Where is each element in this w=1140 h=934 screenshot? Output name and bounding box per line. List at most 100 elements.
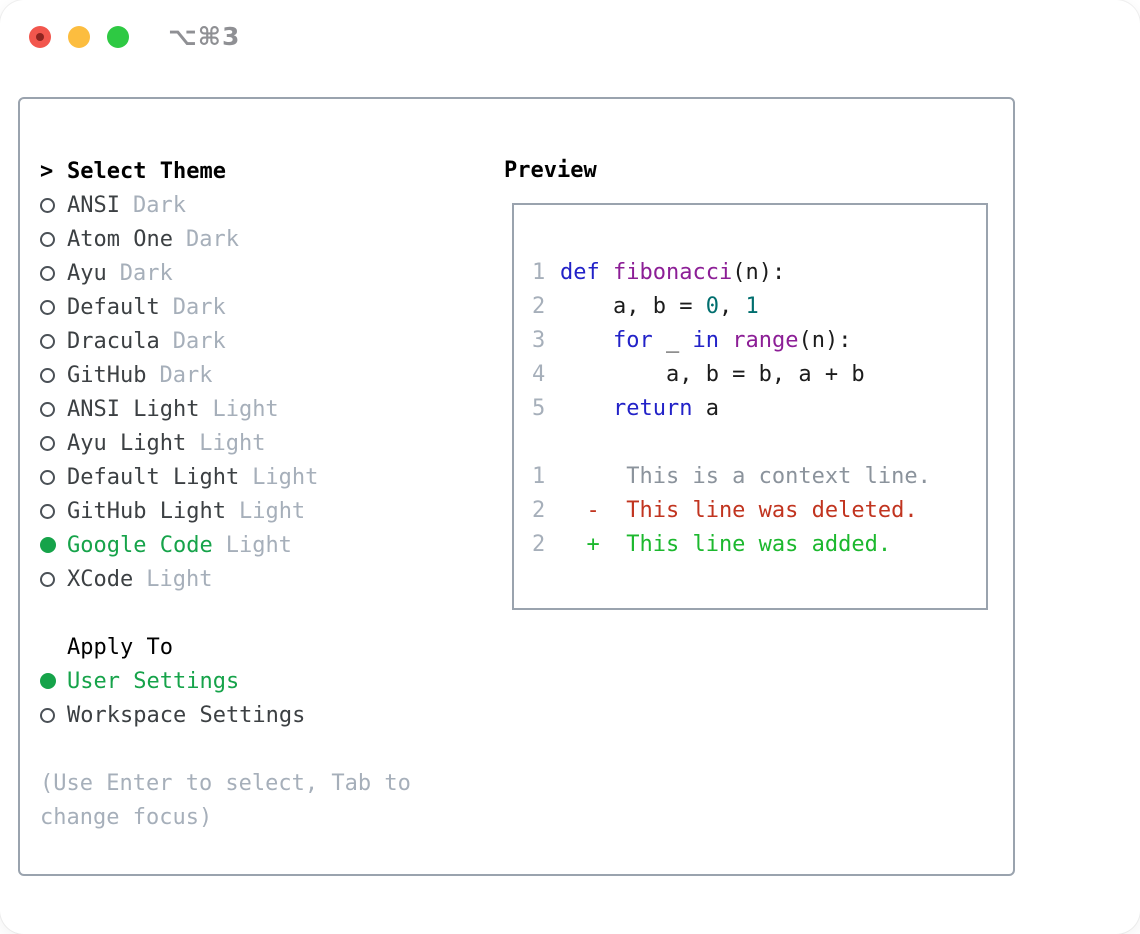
code-token: fibonacci: [613, 259, 733, 285]
code-token: a: [692, 395, 719, 421]
radio-circle: [40, 469, 55, 485]
close-button[interactable]: [29, 26, 51, 48]
minimize-button[interactable]: [68, 26, 90, 48]
radio-circle: [40, 401, 55, 417]
apply-to-label: Apply To: [67, 634, 173, 660]
code-text: This is a context line.: [560, 464, 931, 489]
code-token: (n):: [798, 327, 852, 353]
theme-option-default-light[interactable]: Default Light Light: [40, 460, 411, 494]
select-theme-label: Select Theme: [67, 158, 226, 184]
radio-circle: [40, 265, 55, 281]
theme-variant: Light: [225, 532, 292, 558]
theme-variant: Light: [238, 498, 306, 524]
radio-circle: [40, 503, 55, 519]
radio-circle: [40, 299, 55, 315]
theme-variant: Light: [199, 430, 266, 456]
radio-circle: [40, 435, 55, 451]
theme-name: Default: [67, 294, 160, 320]
code-token: [600, 260, 613, 285]
apply-option-workspace-settings[interactable]: Workspace Settings: [40, 698, 411, 732]
close-dot-icon: [36, 33, 44, 41]
code-token: [560, 328, 613, 353]
code-token: 1: [745, 293, 759, 319]
titlebar: ⌥⌘3: [29, 22, 241, 51]
code-line: 2 + This line was added.: [532, 527, 986, 561]
help-line-2: change focus): [40, 804, 213, 830]
radio-icon: [40, 469, 67, 485]
traffic-lights: [29, 26, 129, 48]
code-token: [560, 396, 613, 421]
radio-icon: [40, 299, 67, 315]
apply-option-user-settings[interactable]: User Settings: [40, 664, 411, 698]
radio-icon: [40, 333, 67, 349]
code-token: range: [732, 327, 799, 353]
line-number: 3: [532, 327, 546, 353]
radio-circle: [40, 571, 55, 587]
code-line: 1 This is a context line.: [532, 459, 986, 493]
radio-icon: [40, 265, 67, 281]
theme-variant: Light: [212, 396, 279, 422]
code-token: - This line was deleted.: [560, 497, 918, 523]
code-token: ,: [718, 293, 746, 319]
radio-icon: [40, 503, 67, 519]
code-token: a, b =: [560, 293, 706, 319]
theme-name: XCode: [67, 566, 134, 592]
radio-icon: [40, 197, 67, 213]
theme-name: GitHub Light: [67, 498, 226, 524]
radio-selected-icon: [40, 673, 67, 689]
cursor-icon: >: [40, 158, 54, 184]
theme-option-ayu-light[interactable]: Ayu Light Light: [40, 426, 411, 460]
window-title: ⌥⌘3: [168, 22, 241, 51]
radio-circle: [40, 231, 55, 247]
zoom-button[interactable]: [107, 26, 129, 48]
code-token: a, b = b, a + b: [560, 361, 865, 387]
theme-variant: Dark: [132, 192, 186, 218]
theme-option-github-light[interactable]: GitHub Light Light: [40, 494, 411, 528]
theme-name: GitHub: [67, 362, 147, 388]
code-token: 0: [705, 293, 719, 319]
code-token: [719, 328, 732, 353]
code-text: - This line was deleted.: [560, 497, 918, 523]
theme-variant: Light: [252, 464, 319, 490]
help-text: (Use Enter to select, Tab to change focu…: [40, 766, 411, 834]
theme-name: Default Light: [67, 464, 240, 490]
apply-option-name: User Settings: [67, 668, 240, 694]
theme-variant: Dark: [185, 226, 239, 252]
select-theme-header: > Select Theme: [40, 154, 411, 188]
radio-circle: [40, 197, 55, 213]
theme-option-ansi-light[interactable]: ANSI Light Light: [40, 392, 411, 426]
theme-variant: Dark: [172, 294, 226, 320]
code-token: in: [692, 327, 719, 353]
theme-name: Dracula: [67, 328, 160, 354]
apply-option-name: Workspace Settings: [67, 702, 306, 728]
code-token: This is a context line.: [560, 463, 931, 489]
line-number: 2: [532, 497, 546, 523]
theme-name: Ayu Light: [67, 430, 187, 456]
radio-circle: [40, 367, 55, 383]
code-text: return a: [560, 396, 719, 421]
theme-name: Atom One: [67, 226, 173, 252]
theme-option-ansi[interactable]: ANSI Dark: [40, 188, 411, 222]
help-line-1: (Use Enter to select, Tab to: [40, 770, 411, 796]
code-blank-line: [532, 425, 986, 459]
radio-icon: [40, 231, 67, 247]
code-token: for: [612, 327, 653, 353]
radio-icon: [40, 707, 67, 723]
theme-option-default[interactable]: Default Dark: [40, 290, 411, 324]
code-token: _: [652, 327, 693, 353]
theme-name: ANSI: [67, 192, 120, 218]
spacer: [40, 732, 411, 766]
theme-option-atom-one[interactable]: Atom One Dark: [40, 222, 411, 256]
theme-name: ANSI Light: [67, 396, 200, 422]
theme-name: Ayu: [67, 260, 107, 286]
